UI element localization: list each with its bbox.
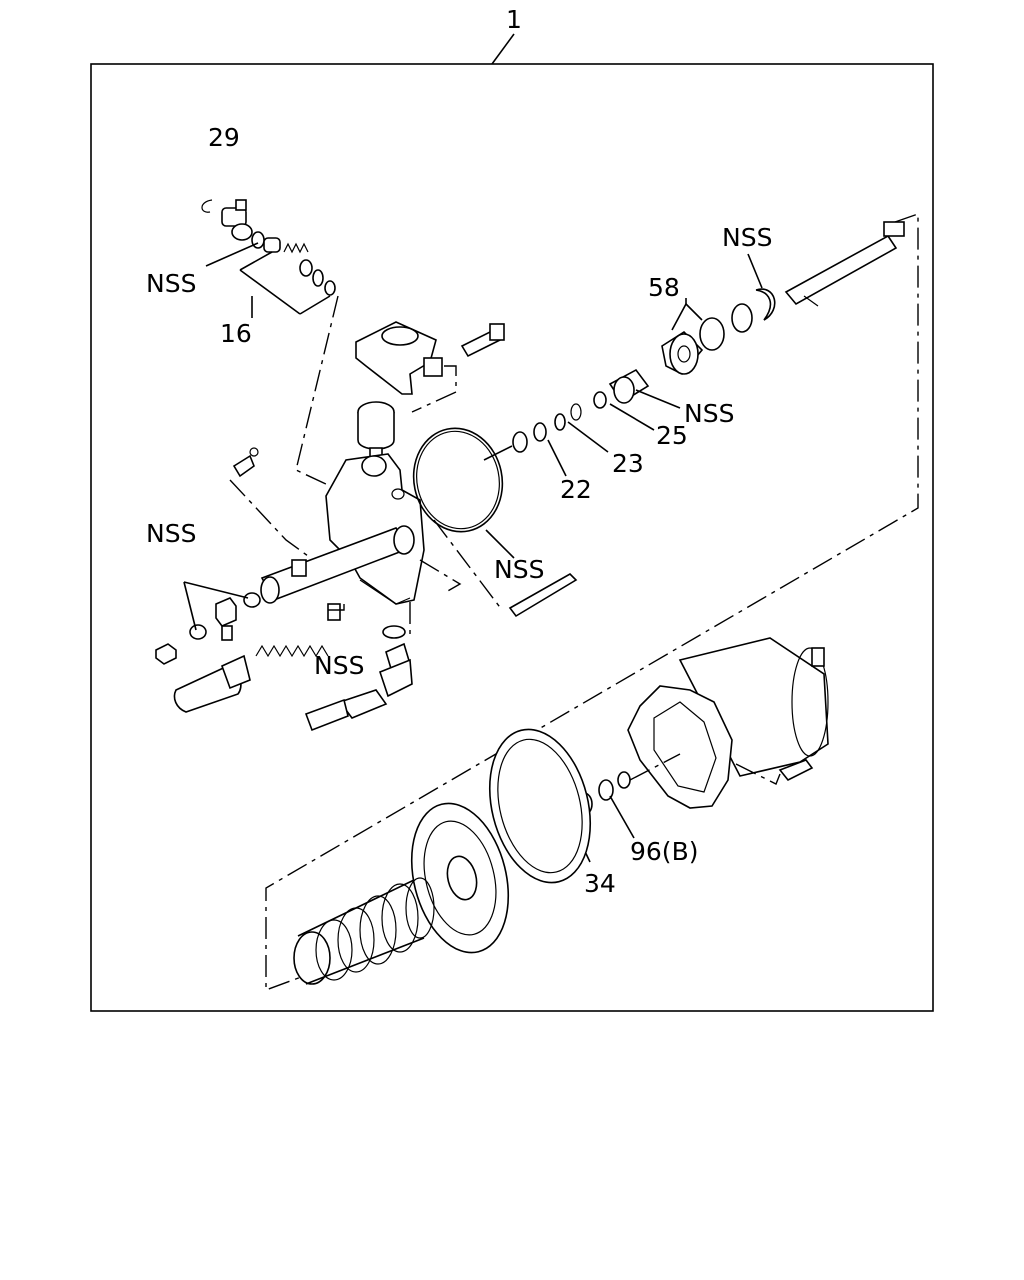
callout-34: 34 — [584, 869, 616, 898]
pump-body — [229, 447, 462, 636]
diaphragm-ring — [488, 728, 592, 884]
callout-96b: 96(B) — [630, 837, 698, 866]
housing-cylinder — [627, 637, 829, 809]
pin-part — [433, 519, 578, 618]
callout-22: 22 — [560, 475, 592, 504]
callout-nss-oring: NSS — [494, 555, 544, 584]
callout-nss-top-right: NSS — [722, 223, 772, 252]
o-ring — [412, 427, 515, 559]
valve-group-top-left — [201, 199, 339, 487]
callout-23: 23 — [612, 449, 644, 478]
callout-25: 25 — [656, 421, 688, 450]
assembly-frame — [90, 33, 934, 1012]
right-shaft-group — [483, 221, 905, 477]
piston-plate — [410, 802, 510, 954]
mounting-bracket — [355, 321, 505, 413]
cap-part — [357, 401, 395, 461]
callout-labels: 1 29 NSS 16 NSS 58 NSS 25 23 22 NSS NSS … — [146, 5, 772, 898]
callout-58: 58 — [648, 273, 680, 302]
return-spring — [293, 877, 435, 985]
left-small-parts — [155, 581, 345, 713]
callout-nss-lower: NSS — [314, 651, 364, 680]
callout-nss-top-left: NSS — [146, 269, 196, 298]
callout-nss-left: NSS — [146, 519, 196, 548]
lower-fitting — [304, 625, 413, 732]
callout-1: 1 — [506, 5, 522, 34]
kit-bracket-line — [265, 213, 919, 992]
callout-29: 29 — [208, 123, 240, 152]
callout-16: 16 — [220, 319, 252, 348]
callout-nss-valve: NSS — [684, 399, 734, 428]
